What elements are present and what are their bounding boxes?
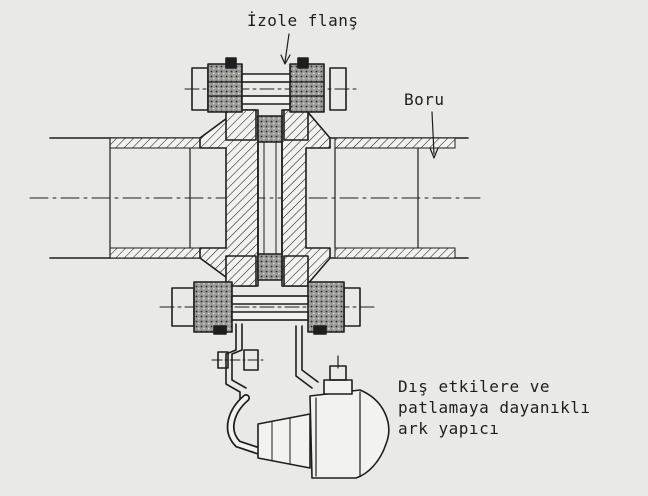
arc-device-label-line-3: ark yapıcı [398,419,500,438]
arc-device-label-line-1: Dış etkilere ve [398,377,550,396]
pipe-label: Boru [404,90,445,109]
insulating-flange-label: İzole flanş [247,11,359,30]
arc-device-connection [211,323,319,456]
arc-device-label-line-2: patlamaya dayanıklı [398,398,591,417]
pipe [49,137,469,259]
arc-device [257,355,390,479]
leader-lines [280,33,439,159]
upper-bolt-assembly [184,57,361,113]
arc-device-label: Dış etkilere ve patlamaya dayanıklı ark … [398,376,591,439]
insulating-gasket [257,115,283,281]
lower-bolt-assembly [159,281,379,335]
